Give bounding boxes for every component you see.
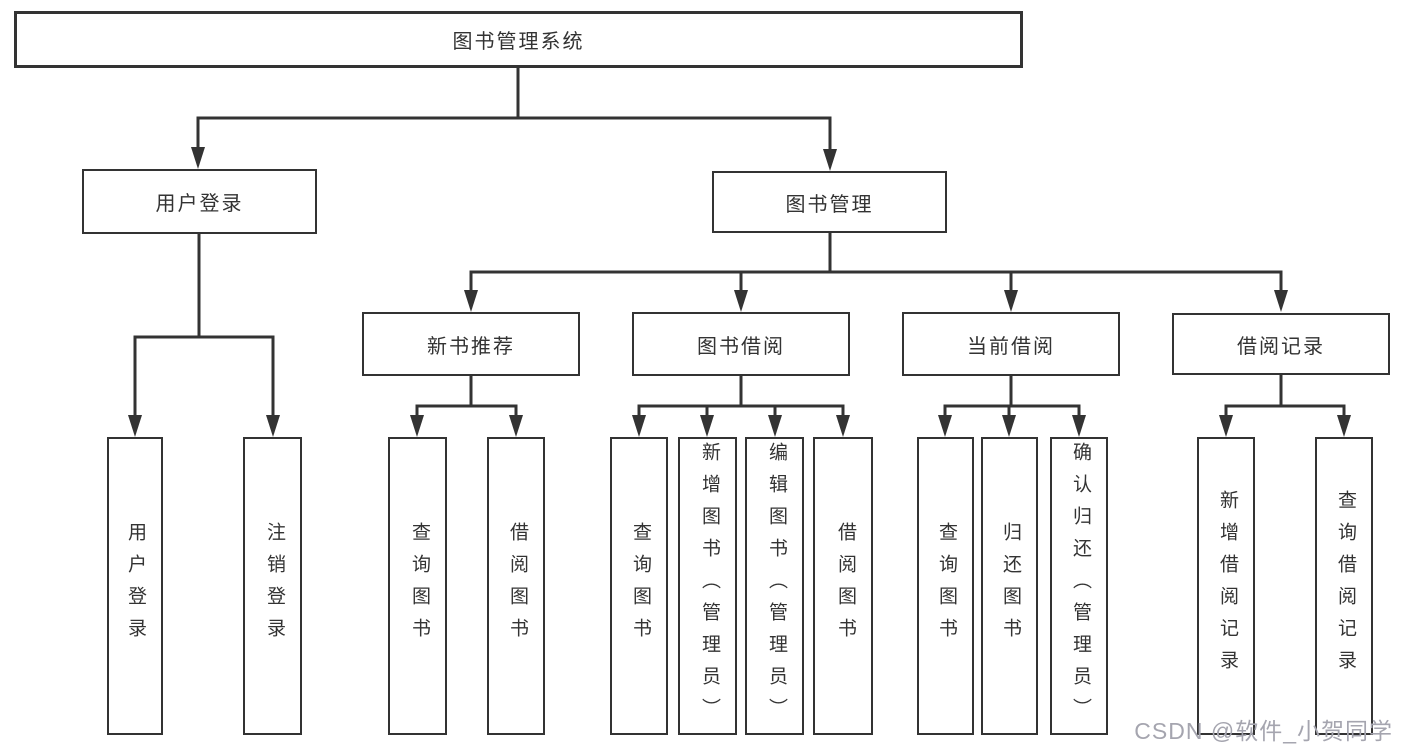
node-leaf-return-book: 归还图书 [981, 437, 1038, 735]
node-leaf-confirm-return-admin: 确认归还（管理员） [1050, 437, 1108, 735]
node-leaf-logout: 注销登录 [243, 437, 302, 735]
node-user-login: 用户登录 [82, 169, 317, 234]
connector-records-branch [1219, 373, 1351, 437]
connector-root-branch [191, 66, 837, 171]
node-leaf-add-borrow-record: 新增借阅记录 [1197, 437, 1255, 735]
connector-mgmt-branch [464, 231, 1288, 312]
node-leaf-query-books-3: 查询图书 [917, 437, 974, 735]
node-book-borrow: 图书借阅 [632, 312, 850, 376]
connector-newbooks-branch [410, 374, 523, 437]
node-new-book-recommend: 新书推荐 [362, 312, 580, 376]
node-leaf-add-book-admin: 新增图书（管理员） [678, 437, 737, 735]
node-leaf-user-login: 用户登录 [107, 437, 163, 735]
connector-current-branch [938, 374, 1086, 437]
csdn-watermark: CSDN @软件_小贺同学 [1134, 718, 1393, 744]
connector-login-branch [128, 232, 280, 437]
node-book-mgmt: 图书管理 [712, 171, 947, 233]
node-leaf-edit-book-admin: 编辑图书（管理员） [745, 437, 804, 735]
node-leaf-query-books-2: 查询图书 [610, 437, 668, 735]
node-leaf-borrow-books-2: 借阅图书 [813, 437, 873, 735]
node-leaf-borrow-books-1: 借阅图书 [487, 437, 545, 735]
connector-borrow-branch [632, 374, 850, 437]
node-root: 图书管理系统 [14, 11, 1023, 68]
node-current-borrow: 当前借阅 [902, 312, 1120, 376]
node-leaf-query-books-1: 查询图书 [388, 437, 447, 735]
node-leaf-query-borrow-record: 查询借阅记录 [1315, 437, 1373, 735]
node-borrow-records: 借阅记录 [1172, 313, 1390, 375]
